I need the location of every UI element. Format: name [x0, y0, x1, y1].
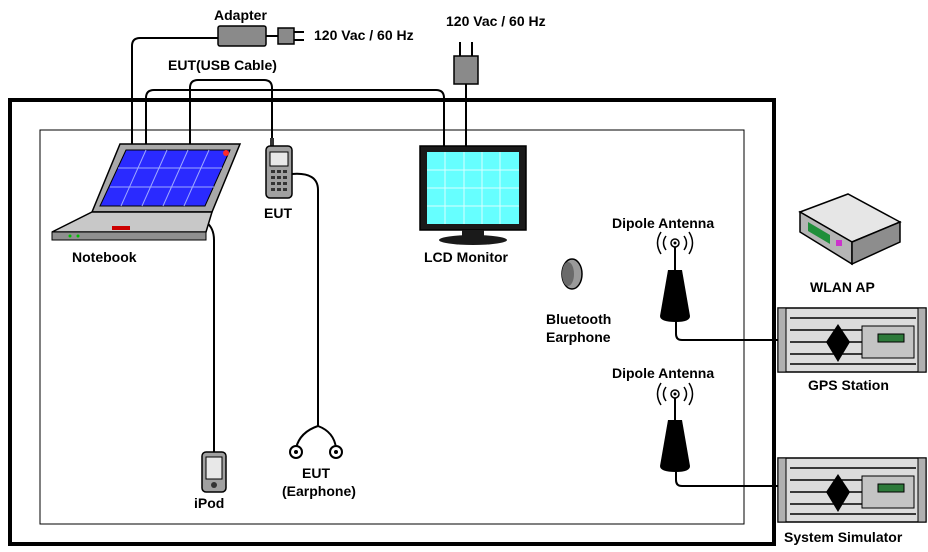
antenna-1-base: [660, 270, 690, 322]
monitor-stand: [439, 235, 507, 245]
lcd-monitor-label: LCD Monitor: [424, 249, 509, 265]
earbud-left-center: [294, 450, 298, 454]
dipole-antenna-2: [656, 382, 694, 472]
notebook-led-1: [68, 234, 72, 238]
signal-wave-icon: [656, 382, 694, 406]
plug-body: [453, 55, 479, 85]
gps-display: [877, 333, 905, 343]
dipole-antenna-1: [656, 231, 694, 322]
eut-earphone: [289, 445, 343, 459]
notebook-screen: [99, 149, 231, 207]
antenna-1-cable: [675, 320, 778, 341]
monitor-neck: [462, 230, 484, 238]
gps-station: [777, 307, 927, 373]
earbud-right-center: [334, 450, 338, 454]
notebook-touchpad: [112, 226, 130, 230]
wlan-ap: [798, 193, 902, 266]
system-simulator: [777, 457, 927, 523]
wlan-ap-port: [836, 240, 842, 246]
notebook-power-led: [223, 150, 229, 156]
notebook-front: [51, 231, 207, 241]
monitor-cable: [145, 89, 445, 150]
sim-rack-ear-left: [777, 457, 787, 523]
monitor-power-plug: [453, 42, 479, 85]
eut-earphone-label-1: EUT: [302, 465, 330, 481]
wlan-ap-label: WLAN AP: [810, 279, 875, 295]
gps-rack-ear-right: [917, 307, 927, 373]
eut-phone-label: EUT: [264, 205, 292, 221]
sim-diamond: [826, 474, 850, 512]
usb-cable-label: EUT(USB Cable): [168, 57, 277, 73]
eut-earphone-label-2: (Earphone): [282, 483, 356, 499]
dipole-antenna-2-label: Dipole Antenna: [612, 365, 714, 381]
gps-station-label: GPS Station: [808, 377, 889, 393]
antenna-2-base: [660, 420, 690, 472]
wlan-ap-panel: [808, 222, 830, 244]
sim-rails: [790, 467, 916, 515]
gps-display-panel: [861, 325, 915, 359]
gps-diamond: [826, 324, 850, 362]
adapter-power-label: 120 Vac / 60 Hz: [314, 27, 414, 43]
phone-keypad: [271, 170, 287, 191]
phone-antenna: [270, 138, 274, 146]
ipod: [201, 451, 227, 493]
eut-phone: [265, 138, 293, 199]
sim-rack-ear-right: [917, 457, 927, 523]
bluetooth-earphone-label-2: Earphone: [546, 329, 611, 345]
notebook-screen-grid: [110, 149, 222, 207]
system-simulator-label: System Simulator: [784, 529, 903, 545]
phone-screen: [269, 151, 289, 167]
wlan-ap-side: [851, 220, 901, 266]
adapter: [217, 25, 304, 47]
antenna-1-tip-dot: [673, 241, 677, 245]
notebook: [51, 143, 242, 241]
antenna-2-cable: [675, 472, 778, 487]
ipod-button: [211, 482, 217, 488]
notebook-led-2: [76, 234, 80, 238]
adapter-cable: [131, 37, 218, 150]
sim-display: [877, 483, 905, 493]
adapter-label: Adapter: [214, 7, 267, 23]
ipod-label: iPod: [194, 495, 224, 511]
dipole-antenna-1-label: Dipole Antenna: [612, 215, 714, 231]
monitor-power-label: 120 Vac / 60 Hz: [446, 13, 546, 29]
signal-wave-icon: [656, 231, 694, 255]
earphone-cable: [291, 172, 319, 426]
ipod-screen: [205, 456, 223, 480]
bluetooth-earphone-face: [562, 262, 574, 286]
lcd-monitor: [419, 145, 527, 245]
adapter-body: [217, 25, 267, 47]
bluetooth-earphone-label-1: Bluetooth: [546, 311, 611, 327]
monitor-screen-grid: [427, 152, 519, 224]
antenna-2-tip-dot: [673, 392, 677, 396]
bluetooth-earphone: [561, 258, 583, 290]
gps-rack-ear-left: [777, 307, 787, 373]
notebook-label: Notebook: [72, 249, 137, 265]
adapter-plug: [277, 27, 295, 45]
usb-cable: [189, 79, 273, 150]
